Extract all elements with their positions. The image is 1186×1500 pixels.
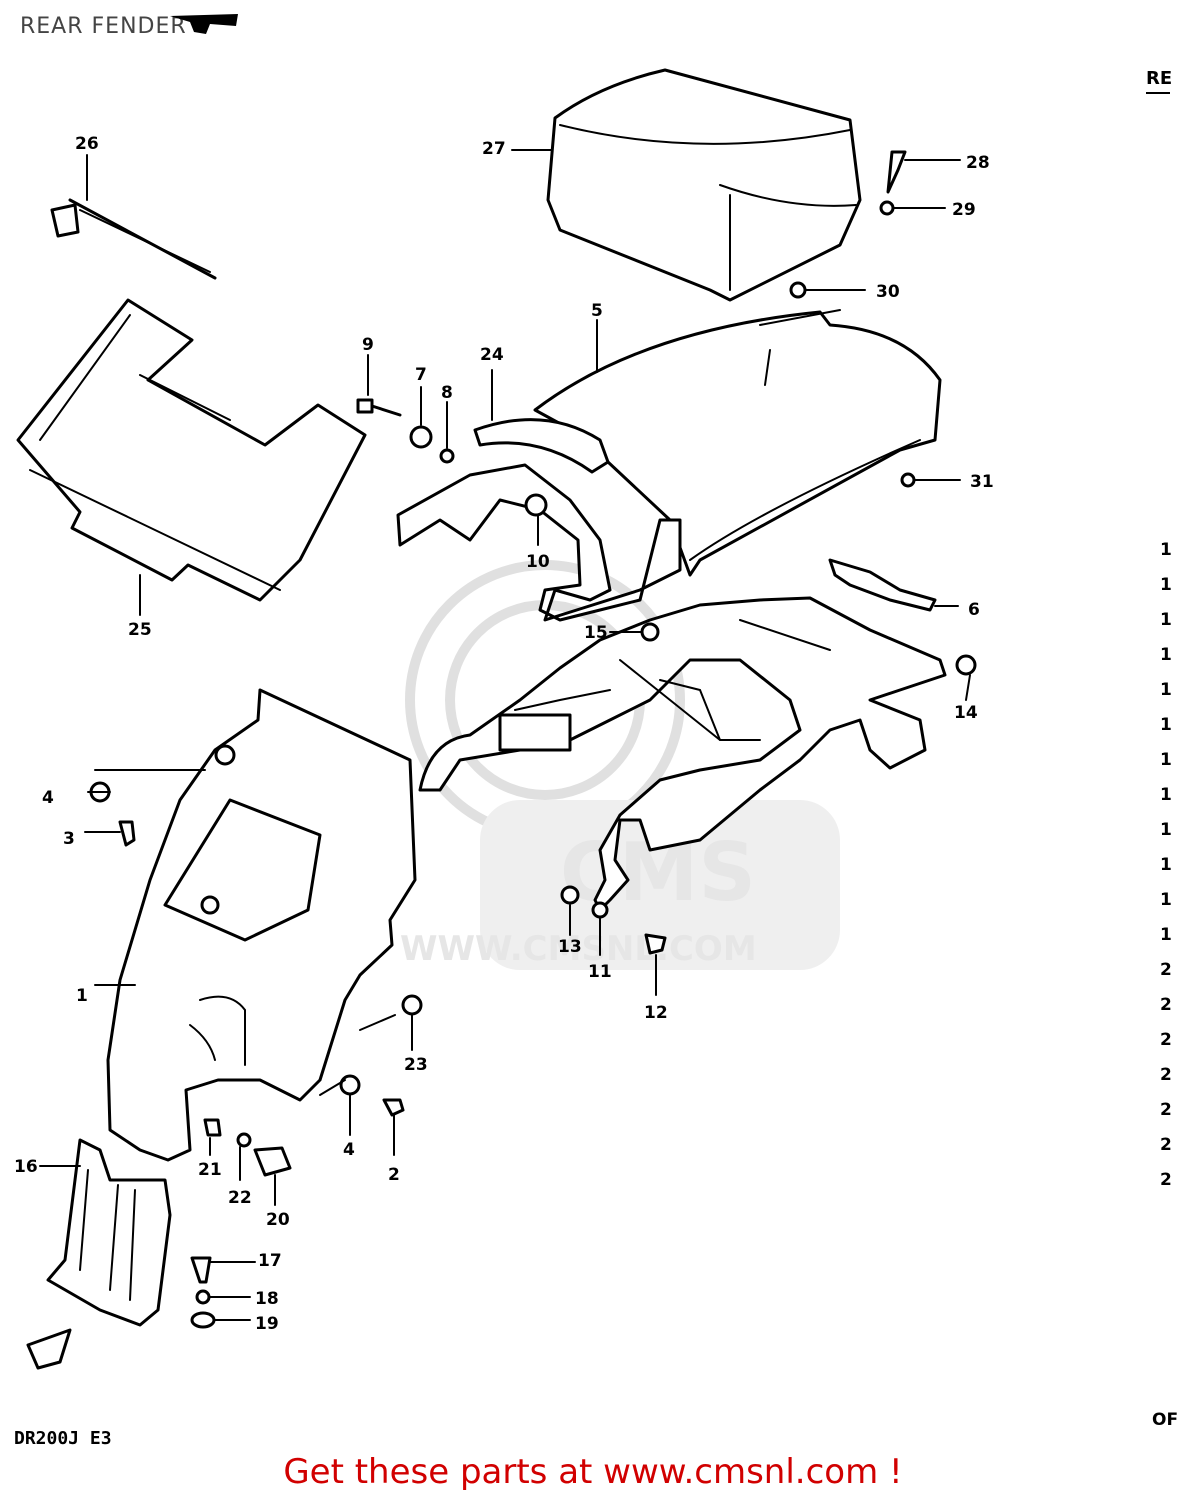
edge-mark: 2 [1160,1135,1172,1155]
edge-mark: 1 [1160,715,1172,735]
callout-numbers: 1 2 3 4 4 5 6 7 8 9 10 11 12 13 14 15 16… [14,134,994,1334]
part-6-bracket-plate [828,558,959,612]
edge-mark: 2 [1160,1100,1172,1120]
edge-mark: 1 [1160,540,1172,560]
callout-6: 6 [968,600,980,620]
callout-17: 17 [258,1251,282,1271]
callout-26: 26 [75,134,99,154]
callout-10: 10 [526,552,550,572]
callout-20: 20 [266,1210,290,1230]
edge-mark: 1 [1160,890,1172,910]
callout-16: 16 [14,1157,38,1177]
callout-19: 19 [255,1314,279,1334]
callout-14: 14 [954,703,978,723]
callout-12: 12 [644,1003,668,1023]
edge-mark: 1 [1160,645,1172,665]
callout-22: 22 [228,1188,252,1208]
edge-mark: 1 [1160,575,1172,595]
callout-8: 8 [441,383,453,403]
callout-4b: 4 [343,1140,355,1160]
callout-29: 29 [952,200,976,220]
callout-30: 30 [876,282,900,302]
exploded-parts-diagram: CMS WWW.CMSNL.COM [14,68,994,1370]
callout-9: 9 [362,335,374,355]
edge-mark: 1 [1160,680,1172,700]
part-10-mount-bracket [396,463,682,622]
edge-mark: 1 [1160,820,1172,840]
edge-mark: 2 [1160,995,1172,1015]
leader-lines [84,159,971,1321]
edge-mark: 1 [1160,610,1172,630]
edge-mark: 2 [1160,1170,1172,1190]
callout-27: 27 [482,139,506,159]
title-smudge [170,14,238,34]
part-5-rear-fender [533,309,942,577]
part-1-main-fender [94,688,417,1162]
page-reference: OF [1152,1410,1179,1430]
callout-1: 1 [76,986,88,1006]
shop-link-banner[interactable]: Get these parts at www.cmsnl.com ! [283,1452,903,1492]
callout-25: 25 [128,620,152,640]
part-25-inner-flap [16,298,367,616]
edge-mark: 1 [1160,925,1172,945]
part-24-fender-strip [473,369,610,474]
callout-3: 3 [63,829,75,849]
part-16-mudflap [39,1138,172,1327]
part-rear-frame [418,596,947,912]
edge-mark: 1 [1160,855,1172,875]
callout-28: 28 [966,153,990,173]
callout-15: 15 [584,623,608,643]
right-edge-marks: 1 1 1 1 1 1 1 1 1 1 1 1 2 2 2 2 2 2 2 [1160,540,1182,1205]
small-fasteners [26,150,977,1370]
edge-mark: 2 [1160,1030,1172,1050]
corner-tag: RE [1146,68,1173,89]
watermark-url: WWW.CMSNL.COM [400,929,757,969]
edge-mark: 2 [1160,1065,1172,1085]
callout-2: 2 [388,1165,400,1185]
edge-mark: 1 [1160,785,1172,805]
callout-18: 18 [255,1289,279,1309]
callout-31: 31 [970,472,994,492]
model-code: DR200J E3 [14,1428,112,1449]
edge-mark: 1 [1160,750,1172,770]
callout-5: 5 [591,301,603,321]
callout-4a: 4 [42,788,54,808]
part-26-strap [50,154,217,280]
callout-21: 21 [198,1160,222,1180]
corner-tag-underline [1146,92,1170,94]
callout-7: 7 [415,365,427,385]
page-title: REAR FENDER [20,14,187,39]
callout-24: 24 [480,345,504,365]
callout-11: 11 [588,962,612,982]
callout-13: 13 [558,937,582,957]
part-27-seat [511,68,862,302]
edge-mark: 2 [1160,960,1172,980]
callout-23: 23 [404,1055,428,1075]
